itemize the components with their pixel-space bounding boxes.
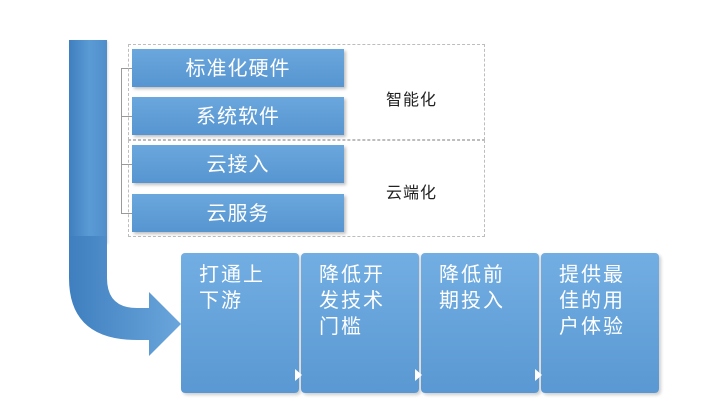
card-line: 期投入 [439, 288, 505, 312]
group-label-intelligent: 智能化 [386, 90, 438, 109]
card-line: 佳的用 [559, 288, 625, 312]
group-label-cloud: 云端化 [386, 183, 438, 202]
group-intelligent [128, 44, 485, 140]
card-line: 发技术 [319, 288, 385, 312]
bracket-tick [121, 116, 133, 117]
card-line: 下游 [199, 288, 243, 312]
chevron-right-icon [295, 369, 302, 381]
curved-arrow-icon [69, 236, 181, 356]
card-line: 提供最 [559, 262, 625, 286]
bracket-line [121, 68, 122, 213]
feature-box-hardware: 标准化硬件 [132, 49, 344, 87]
benefit-card: 提供最 佳的用 户体验 [541, 253, 659, 393]
bracket-tick [121, 213, 133, 214]
bracket-tick [121, 68, 133, 69]
group-cloud [128, 140, 485, 237]
chevron-right-icon [415, 369, 422, 381]
card-line: 打通上 [199, 262, 265, 286]
benefit-card: 降低开 发技术 门槛 [301, 253, 419, 393]
benefit-card: 打通上 下游 [181, 253, 299, 393]
card-line: 降低前 [439, 262, 505, 286]
benefit-card: 降低前 期投入 [421, 253, 539, 393]
feature-box-software: 系统软件 [132, 97, 344, 135]
left-vertical-bar [69, 40, 107, 243]
feature-box-cloud-service: 云服务 [132, 194, 344, 232]
bracket-tick [121, 164, 133, 165]
card-line: 门槛 [319, 314, 363, 338]
card-line: 户体验 [559, 314, 625, 338]
chevron-right-icon [535, 369, 542, 381]
card-line: 降低开 [319, 262, 385, 286]
feature-box-cloud-access: 云接入 [132, 145, 344, 183]
